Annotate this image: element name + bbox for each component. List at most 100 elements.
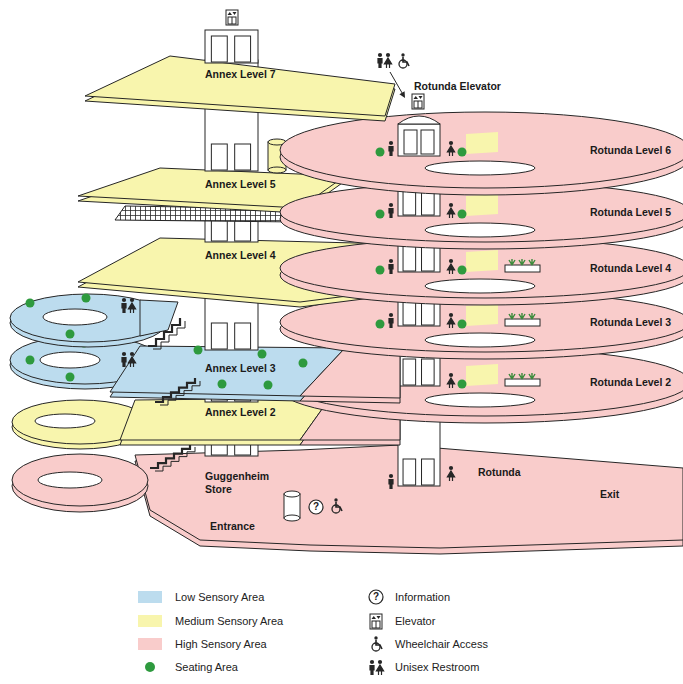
floor-label: Rotunda Level 5	[590, 206, 671, 219]
elevator-down-arrow	[419, 96, 423, 99]
floor-label: Annex Level 7	[205, 68, 276, 81]
area-label: Entrance	[210, 520, 255, 533]
person-icon	[376, 660, 383, 675]
elevator-icon-frame	[412, 94, 424, 109]
person-icon	[447, 466, 454, 481]
medium-sensory-patch	[466, 364, 498, 386]
area-label: Exit	[600, 488, 619, 501]
elevator-door	[235, 323, 251, 349]
floor-label: Annex Level 5	[205, 178, 276, 191]
floor-label: Rotunda Level 4	[590, 262, 671, 275]
rotunda-opening	[425, 223, 535, 237]
planter-plant	[519, 259, 525, 265]
staircase-rail	[160, 381, 200, 405]
seating-dot	[194, 346, 203, 355]
seating-dot	[458, 380, 467, 389]
elevator-up-arrow	[414, 96, 419, 99]
person-icon	[447, 313, 454, 328]
staircase	[155, 378, 195, 402]
elevator-door	[211, 323, 227, 349]
planter-plant	[509, 313, 515, 319]
medium-sensory-patch	[466, 250, 498, 272]
floor-label: Rotunda Level 6	[590, 144, 671, 157]
seating-dot	[458, 266, 467, 275]
wheelchair-wheel	[372, 643, 380, 651]
legend-text: Medium Sensory Area	[175, 615, 283, 628]
info-symbol: ?	[313, 501, 319, 513]
person-body	[128, 357, 135, 367]
legend-text: Elevator	[395, 615, 435, 628]
person-head	[449, 373, 453, 377]
rotunda-opening	[425, 161, 535, 175]
museum-illustration	[10, 10, 683, 554]
person-body	[369, 665, 374, 675]
seating-dot	[26, 299, 35, 308]
seating-dot	[299, 359, 308, 368]
seating-dot	[376, 210, 385, 219]
person-icon	[128, 352, 135, 367]
elevator-door	[235, 144, 251, 170]
person-body	[384, 58, 391, 68]
floor-opening	[40, 352, 100, 368]
person-icon	[128, 298, 135, 313]
person-body	[377, 58, 382, 68]
person-head	[449, 141, 453, 145]
person-body	[388, 146, 393, 156]
rotunda-opening	[425, 393, 535, 407]
seating-dot	[66, 330, 75, 339]
elevator-door	[404, 130, 417, 154]
person-body	[388, 208, 393, 218]
legend-swatch	[138, 638, 162, 650]
planter-plant	[509, 259, 515, 265]
person-head	[449, 466, 453, 470]
seating-dot	[66, 373, 75, 382]
staircase-rail	[153, 321, 185, 349]
legend-swatch	[138, 615, 162, 627]
person-head	[449, 203, 453, 207]
elevator-icon	[370, 614, 382, 629]
person-icon	[447, 141, 454, 156]
floor-label: Annex Level 2	[205, 406, 276, 419]
person-head	[449, 313, 453, 317]
elevator-icon-frame	[370, 614, 382, 629]
area-label: Guggenheim Store	[205, 470, 279, 496]
elevator-icon	[412, 94, 424, 109]
seating-dot	[376, 266, 385, 275]
annex-floor	[85, 56, 395, 116]
planter-plant	[509, 373, 515, 379]
wheelchair-head	[374, 636, 377, 639]
legend-swatch	[138, 591, 162, 603]
planter	[505, 265, 540, 272]
person-icon	[121, 352, 126, 367]
wheelchair-head	[401, 53, 404, 56]
elevator-door	[211, 36, 227, 62]
person-body	[447, 146, 454, 156]
seating-dot	[26, 356, 35, 365]
elevator-door	[235, 36, 251, 62]
planter-plant	[529, 313, 535, 319]
elevator-icon-frame	[226, 10, 238, 25]
person-head	[378, 53, 382, 57]
wheelchair-icon	[399, 53, 409, 68]
person-head	[378, 660, 382, 664]
person-head	[389, 259, 393, 263]
info-icon	[369, 590, 383, 604]
person-body	[447, 208, 454, 218]
person-icon	[388, 474, 393, 489]
store-lobe	[12, 454, 148, 506]
planter-plant	[519, 373, 525, 379]
person-head	[122, 352, 126, 356]
rotunda-opening	[425, 333, 535, 347]
person-icon	[388, 313, 393, 328]
wheelchair-wheel	[399, 60, 407, 68]
person-icon	[369, 660, 374, 675]
person-body	[388, 318, 393, 328]
legend-text: Wheelchair Access	[395, 638, 488, 651]
person-icon	[388, 141, 393, 156]
elevator-door-split	[418, 101, 419, 108]
elevator-up-arrow	[228, 12, 233, 15]
annex-floor	[120, 398, 330, 440]
ground-floor	[135, 445, 683, 548]
elevator-door	[422, 459, 435, 485]
